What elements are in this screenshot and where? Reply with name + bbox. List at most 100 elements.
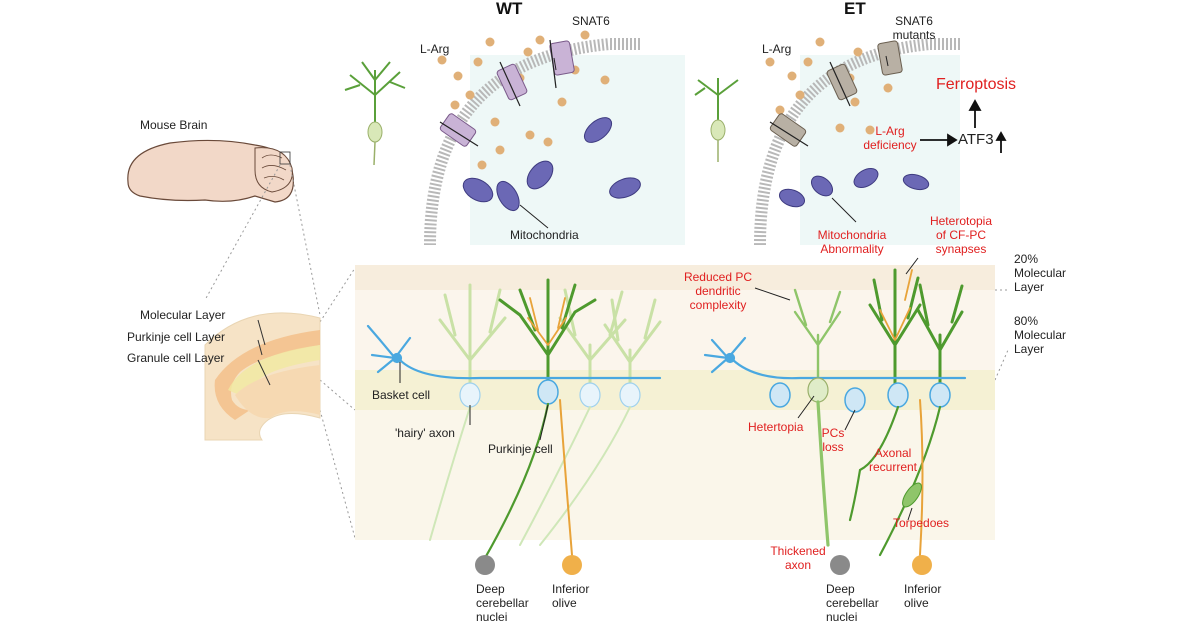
nuclei [475, 555, 932, 575]
wt-snat6-transporters [439, 39, 575, 147]
larg-molecule [853, 47, 863, 57]
larg-molecule [543, 137, 553, 147]
larg-molecule [477, 160, 487, 170]
larg-molecule [775, 105, 785, 115]
arrow [549, 39, 557, 89]
larg-molecule [600, 75, 610, 85]
arrow [829, 61, 851, 107]
transporter [877, 40, 903, 76]
hetertopia-label: Hetertopia [748, 420, 804, 434]
torpedoes-label: Torpedoes [893, 516, 950, 530]
purkinje-somas [459, 377, 951, 413]
et-larg-dots [765, 37, 893, 135]
wt-io-circle [562, 555, 582, 575]
mouse-brain-label: Mouse Brain [140, 118, 208, 132]
transporter [439, 113, 477, 147]
et-io-circle [912, 555, 932, 575]
mitochondrion [902, 173, 930, 191]
larg-molecule [557, 97, 567, 107]
et-snat6-transporters [769, 40, 903, 147]
atf3-label: ATF3 [958, 131, 994, 148]
purkinje-layer-label: Purkinje cell Layer [127, 330, 226, 344]
arrow [769, 121, 809, 147]
wt-mito-label: Mitochondria [510, 228, 579, 242]
et-larg-label: L-Arg [762, 42, 792, 56]
wt-dcn-circle [475, 555, 495, 575]
arrow [499, 61, 521, 107]
larg-molecule [865, 125, 875, 135]
wt-mitochondria [462, 117, 641, 229]
larg-molecule [485, 37, 495, 47]
molecular-layer-label: Molecular Layer [140, 308, 226, 322]
larg-molecule [803, 57, 813, 67]
granule-layer-label: Granule cell Layer [127, 351, 225, 365]
axons [429, 399, 942, 560]
pointer-line [831, 197, 857, 223]
wt-membrane [424, 38, 640, 246]
mitochondrion [583, 117, 613, 143]
larg-molecule [495, 145, 505, 155]
mitochondrion [810, 175, 834, 197]
mitochondrion [496, 180, 520, 212]
larg-molecule [795, 90, 805, 100]
mitochondrion [778, 188, 806, 208]
torpedo-swelling [902, 482, 922, 508]
larg-molecule [580, 30, 590, 40]
larg-molecule [850, 97, 860, 107]
larg-molecule [765, 57, 775, 67]
ferroptosis-label: Ferroptosis [936, 76, 1017, 93]
transporter [769, 113, 807, 147]
purkinje-cell-label: Purkinje cell [488, 442, 553, 456]
wt-neuron-icon [344, 61, 406, 166]
wt-larg-label: L-Arg [420, 42, 450, 56]
et-dendrites [793, 268, 964, 387]
mitochondrion [853, 168, 879, 188]
label-pointers [399, 55, 919, 521]
basket-cell-label: Basket cell [372, 388, 431, 402]
larg-molecule [523, 47, 533, 57]
larg-molecule [835, 123, 845, 133]
larg-molecule [883, 83, 893, 93]
et-pathway-arrows [920, 99, 1007, 153]
pointer-line [519, 204, 549, 229]
larg-molecule [465, 90, 475, 100]
hairy-axon-label: 'hairy' axon [395, 426, 455, 440]
mitochondrion [526, 160, 554, 190]
arrow [439, 121, 479, 147]
et-membrane [754, 38, 960, 246]
larg-molecule [490, 117, 500, 127]
et-mitochondria [778, 168, 930, 223]
larg-molecule [535, 35, 545, 45]
larg-molecule [473, 57, 483, 67]
et-cell [754, 38, 960, 246]
mitochondrion [609, 177, 641, 199]
larg-molecule [815, 37, 825, 47]
cerebellar-section [204, 312, 321, 441]
larg-molecule [450, 100, 460, 110]
et-neuron-icon [694, 78, 739, 162]
et-dcn-circle [830, 555, 850, 575]
basket-cells [366, 324, 967, 380]
wt-snat6-label: SNAT6 [572, 14, 610, 28]
larg-molecule [453, 71, 463, 81]
band-20-molecular [355, 265, 995, 290]
larg-molecule [525, 130, 535, 140]
zoom-connectors [204, 164, 1009, 539]
mouse-brain-illustration [127, 139, 294, 203]
